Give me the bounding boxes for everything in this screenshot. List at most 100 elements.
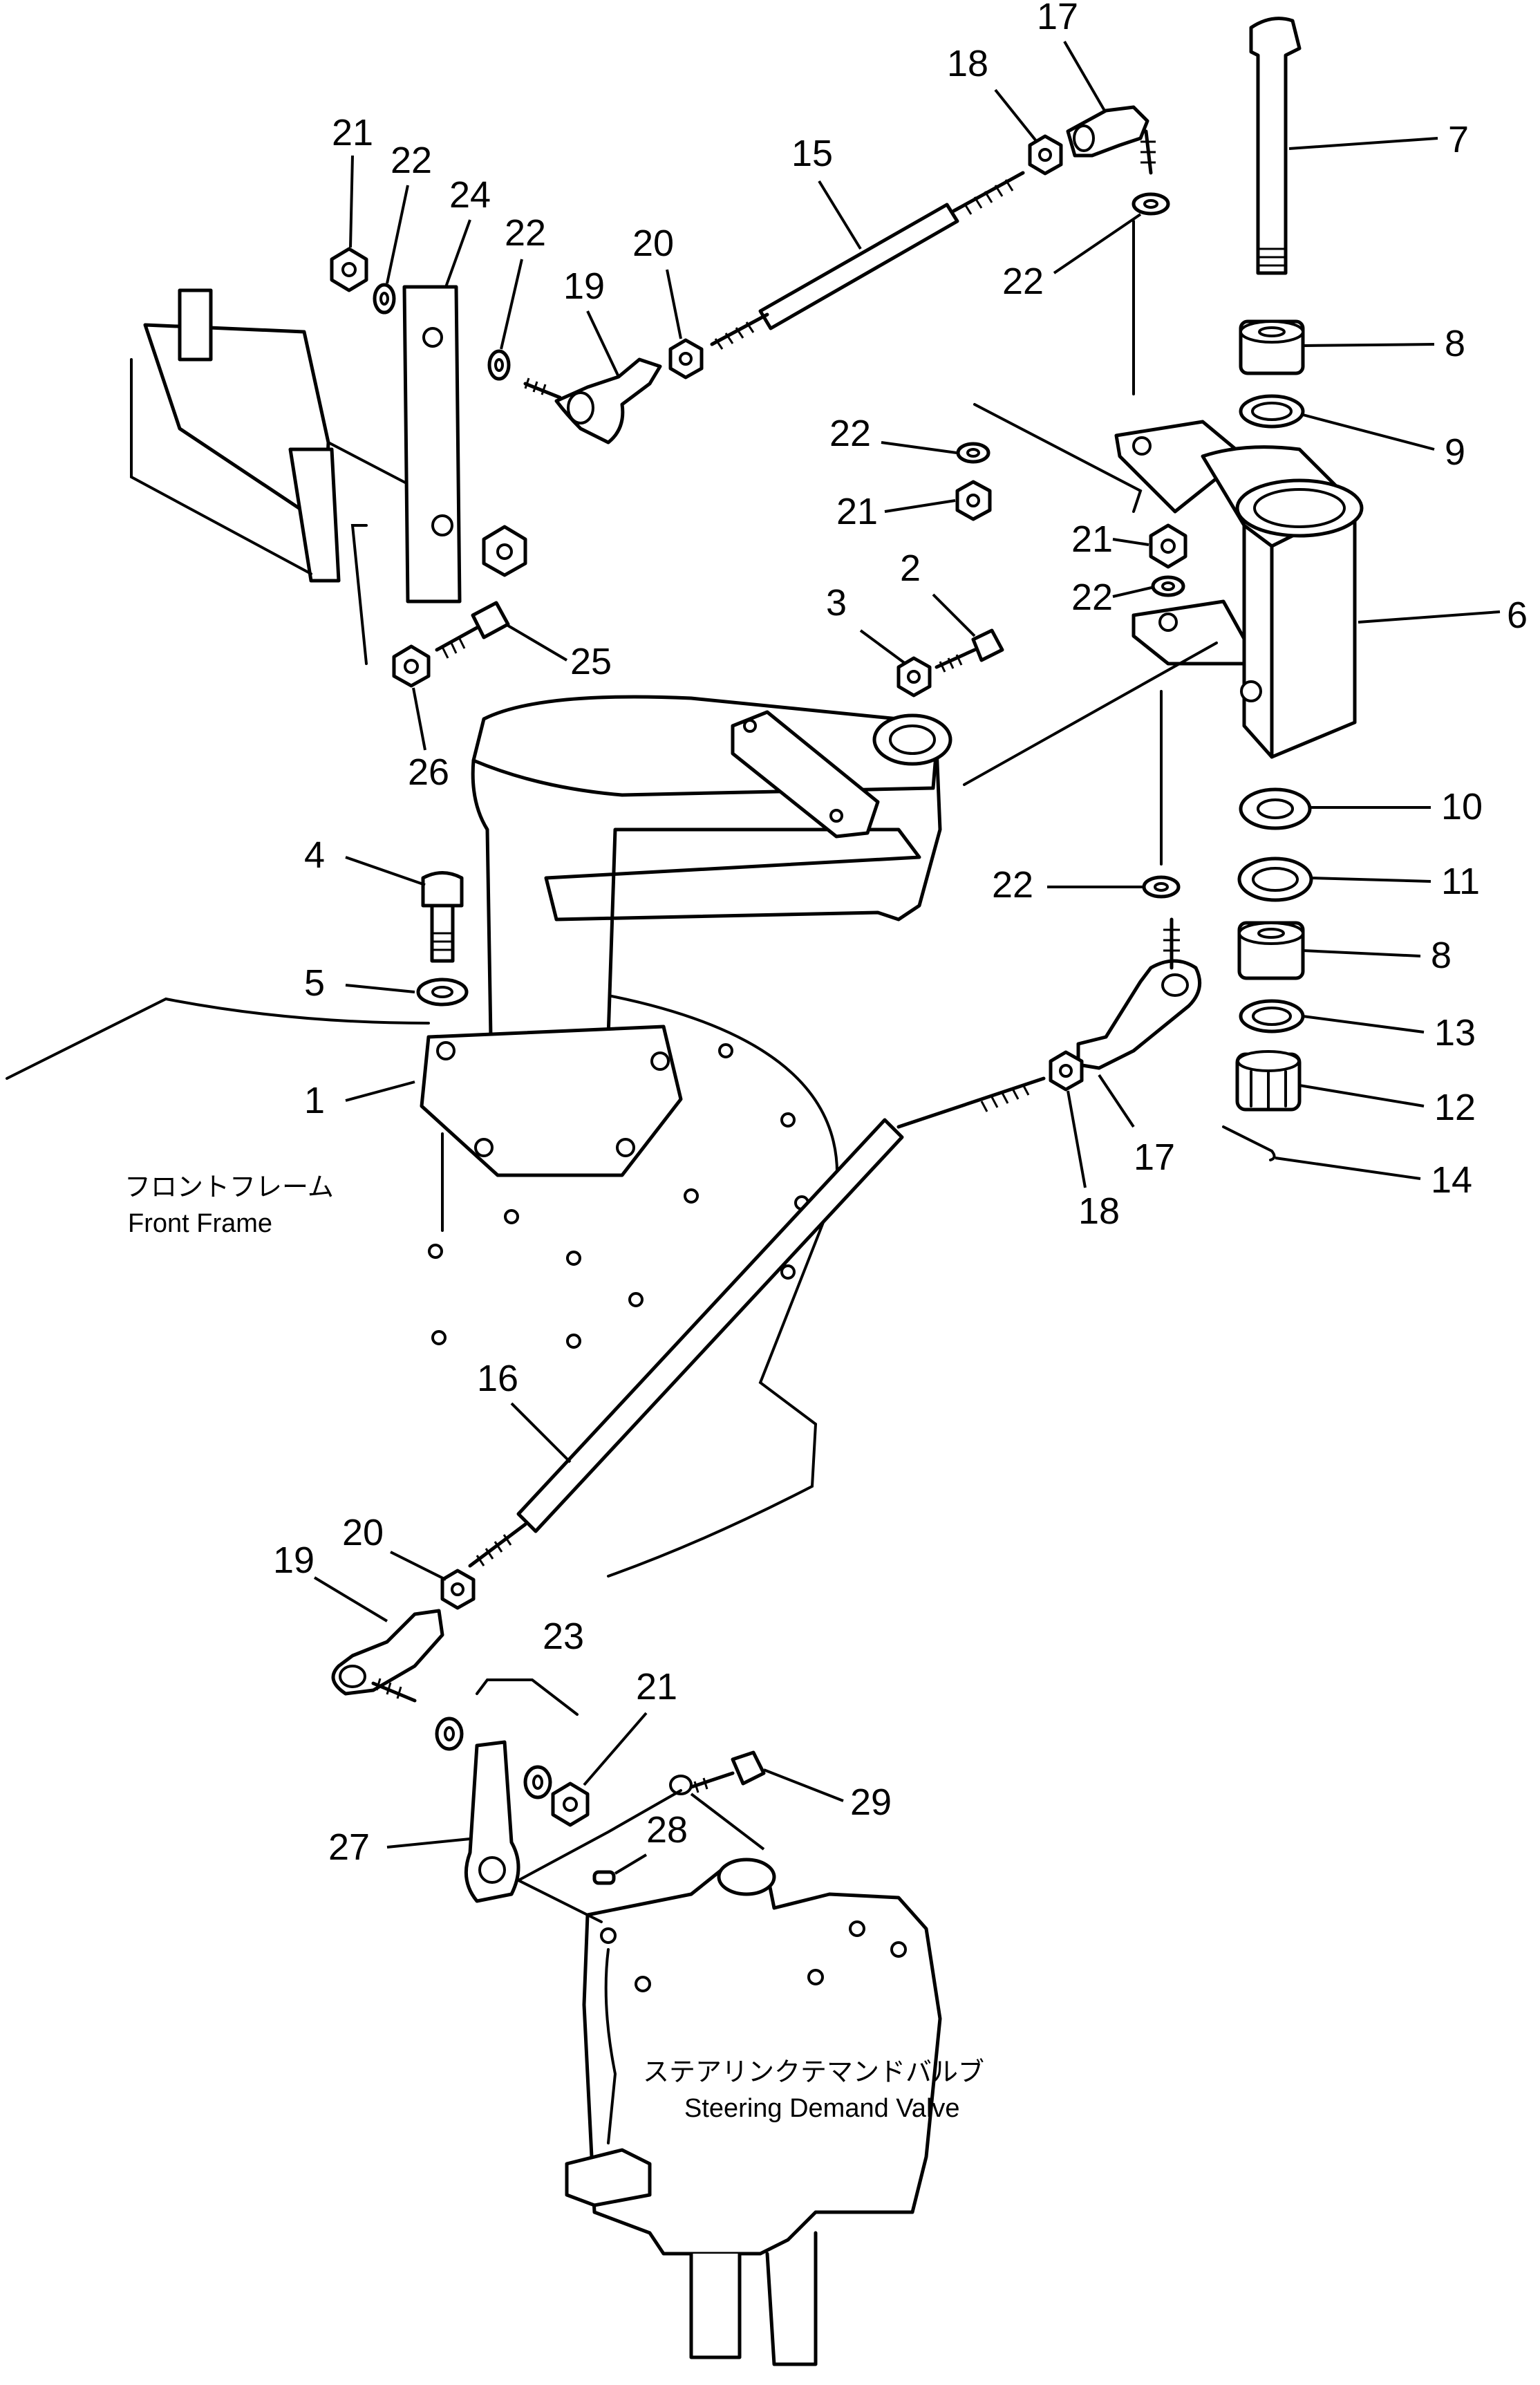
callout-22b: 22 bbox=[500, 212, 546, 350]
valve-label-jp: ステアリンクテマンドバルブ bbox=[643, 2058, 984, 2087]
steering-demand-valve bbox=[565, 1858, 942, 2366]
callout-6-text: 6 bbox=[1507, 595, 1528, 636]
callout-14: 14 bbox=[1275, 1157, 1472, 1201]
callout-9-text: 9 bbox=[1445, 431, 1465, 473]
callout-9: 9 bbox=[1302, 413, 1465, 473]
callout-16-text: 16 bbox=[477, 1358, 518, 1399]
callout-23: 24 bbox=[444, 174, 491, 288]
callout-17a: 17 bbox=[1037, 0, 1106, 112]
callout-22d: 22 bbox=[829, 413, 957, 454]
callout-4: 4 bbox=[304, 834, 426, 886]
callout-20b-text: 20 bbox=[342, 1512, 384, 1553]
callout-22b-text: 22 bbox=[505, 212, 546, 254]
callout-5: 5 bbox=[304, 962, 415, 1004]
bolt-24 bbox=[435, 601, 510, 659]
valve-label-en: Steering Demand Valve bbox=[684, 2094, 960, 2123]
callout-2: 2 bbox=[900, 548, 976, 637]
nut-12 bbox=[1235, 1050, 1302, 1112]
plate-23 bbox=[402, 285, 462, 604]
nut-21-crank bbox=[1149, 523, 1187, 569]
seal-10 bbox=[1239, 787, 1312, 830]
pedestal-bracket-1 bbox=[420, 695, 952, 1177]
rod-end-19-upper bbox=[523, 357, 662, 445]
nut-25 bbox=[392, 644, 431, 688]
callout-22f-text: 22 bbox=[992, 864, 1033, 906]
callout-15-text: 15 bbox=[791, 133, 833, 174]
callout-7: 7 bbox=[1288, 119, 1469, 160]
callout-15: 15 bbox=[791, 133, 862, 250]
front-frame-label-jp: フロントフレーム bbox=[124, 1173, 334, 1202]
callout-29 bbox=[690, 1793, 765, 1851]
nut-21-lower bbox=[551, 1781, 590, 1827]
bolt-2 bbox=[935, 628, 1004, 673]
nut-20-lower bbox=[440, 1569, 476, 1610]
callout-17b-text: 17 bbox=[1134, 1137, 1175, 1178]
callout-26: 27 bbox=[328, 1826, 471, 1868]
snap-ring-29 bbox=[669, 1775, 693, 1795]
callout-18a-text: 18 bbox=[947, 43, 988, 84]
washer-13 bbox=[1239, 999, 1305, 1034]
callout-26-text: 27 bbox=[328, 1826, 370, 1868]
front-frame-label-en: Front Frame bbox=[128, 1209, 272, 1238]
callout-1: 1 bbox=[304, 1080, 415, 1121]
callout-21b-text: 21 bbox=[836, 491, 878, 532]
callout-14-text: 14 bbox=[1431, 1159, 1472, 1201]
callout-8b-text: 8 bbox=[1431, 935, 1452, 976]
bearing-8-lower bbox=[1237, 921, 1305, 980]
callout-21b: 21 bbox=[836, 491, 956, 532]
nut-3 bbox=[896, 656, 932, 698]
callout-7-text: 7 bbox=[1448, 119, 1469, 160]
callout-21c-text: 21 bbox=[1071, 518, 1113, 560]
callout-28: 29 bbox=[763, 1768, 892, 1823]
callout-22a: 22 bbox=[386, 140, 432, 284]
callout-20a-text: 20 bbox=[632, 223, 674, 264]
callout-21a-text: 21 bbox=[332, 112, 373, 153]
callout-27: 28 bbox=[614, 1809, 688, 1875]
pin-27 bbox=[592, 1870, 616, 1885]
callout-3-text: 3 bbox=[826, 582, 847, 624]
callout-21a: 21 bbox=[332, 112, 373, 248]
callout-12: 12 bbox=[1299, 1084, 1476, 1128]
callout-22c-text: 22 bbox=[1002, 261, 1044, 302]
callout-18a: 18 bbox=[947, 43, 1038, 143]
callout-19a-text: 19 bbox=[563, 265, 605, 307]
seal-11 bbox=[1237, 857, 1313, 902]
callout-17b: 17 bbox=[1098, 1074, 1175, 1178]
rod-end-17-upper bbox=[1066, 105, 1156, 175]
callout-10: 10 bbox=[1310, 786, 1483, 827]
upper-left-bracket bbox=[130, 288, 409, 583]
callout-19b: 19 bbox=[273, 1540, 388, 1622]
rod-15 bbox=[710, 171, 1025, 350]
bolt-28 bbox=[689, 1750, 766, 1793]
callout-24-text: 25 bbox=[570, 641, 612, 682]
bearing-8-upper bbox=[1239, 319, 1305, 375]
nut-18-lower bbox=[1049, 1050, 1084, 1092]
callout-22g: 23 bbox=[543, 1616, 584, 1657]
callout-28-text: 29 bbox=[850, 1781, 892, 1823]
callouts: 1 2 3 4 5 6 7 8 8 9 10 11 12 13 14 15 16… bbox=[273, 0, 1528, 1875]
callout-8a: 8 bbox=[1302, 323, 1465, 364]
alignment-lines bbox=[350, 220, 1218, 1716]
callout-4-text: 4 bbox=[304, 834, 325, 876]
bolt-4 bbox=[421, 871, 464, 963]
callout-22g-text: 23 bbox=[543, 1616, 584, 1657]
stopper-block bbox=[731, 710, 880, 839]
callout-20b: 20 bbox=[342, 1512, 447, 1581]
callout-22d-text: 22 bbox=[829, 413, 871, 454]
front-frame bbox=[6, 994, 839, 1578]
callout-19b-text: 19 bbox=[273, 1540, 314, 1581]
callout-19a: 19 bbox=[563, 265, 620, 377]
callout-21d: 21 bbox=[583, 1666, 677, 1786]
callout-11: 11 bbox=[1311, 861, 1480, 902]
callout-5-text: 5 bbox=[304, 962, 325, 1004]
callout-22e: 22 bbox=[1071, 577, 1152, 618]
callout-25-text: 26 bbox=[408, 751, 449, 793]
callout-8b: 8 bbox=[1302, 935, 1452, 976]
pin-7 bbox=[1249, 17, 1302, 275]
callout-21c: 21 bbox=[1071, 518, 1149, 560]
callout-13: 13 bbox=[1302, 1012, 1476, 1054]
callout-1-text: 1 bbox=[304, 1080, 325, 1121]
cotter-pin-14 bbox=[1222, 1125, 1276, 1161]
callout-18b: 18 bbox=[1067, 1090, 1120, 1232]
